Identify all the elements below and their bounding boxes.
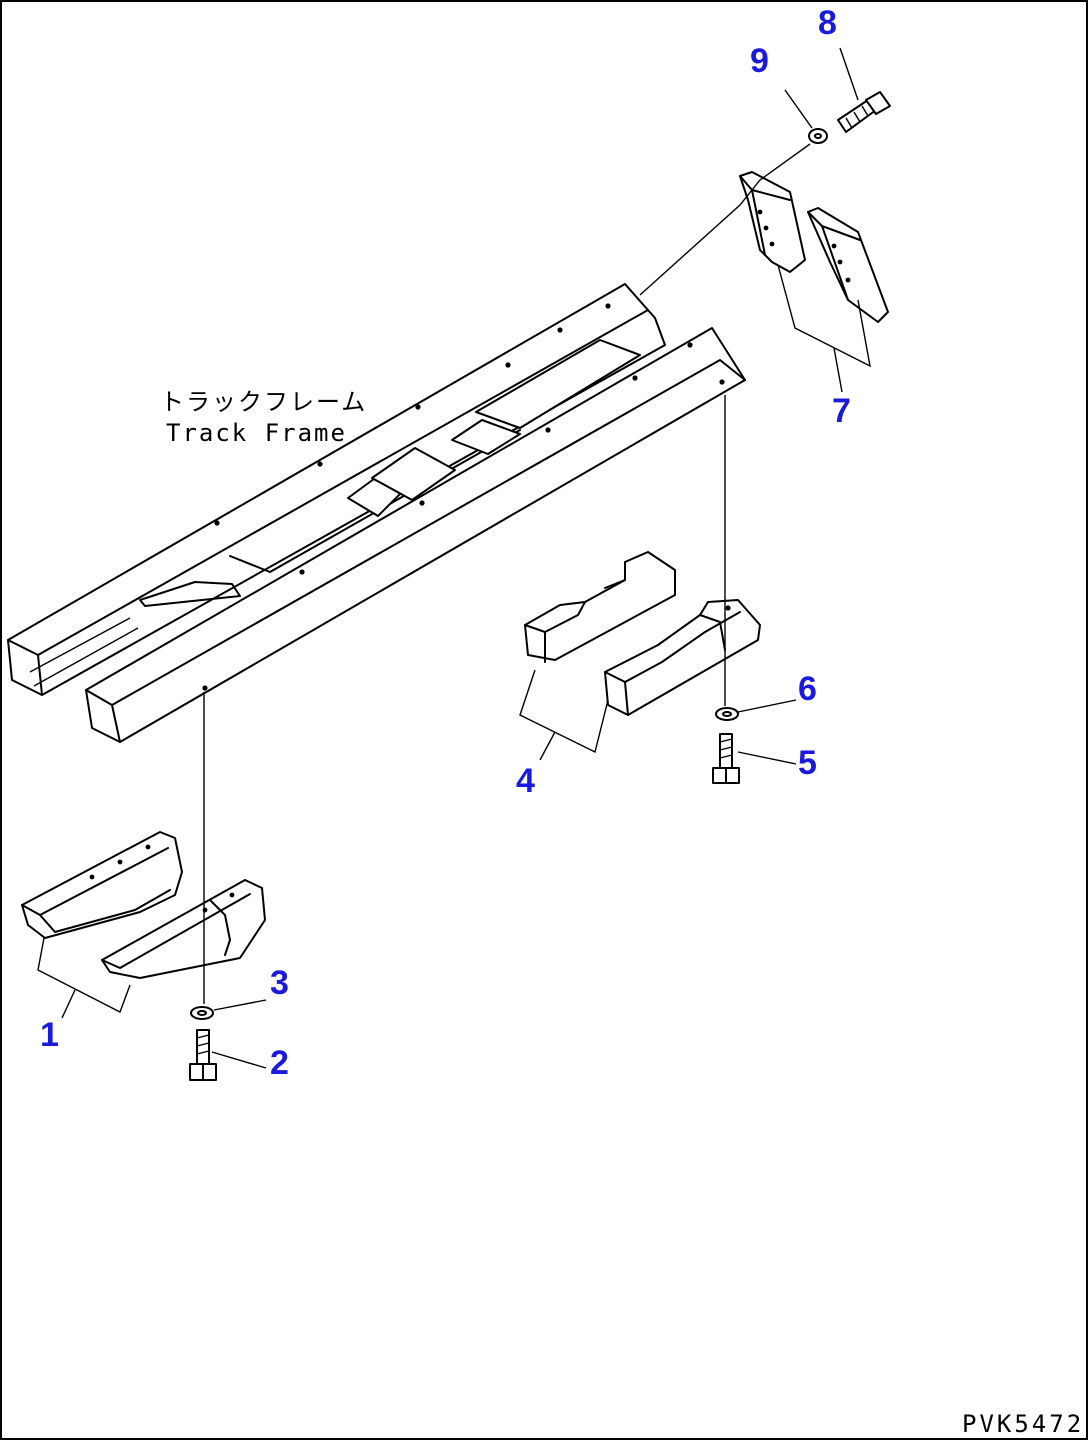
part-number-1: 1: [40, 1016, 59, 1054]
frame-label-english: Track Frame: [166, 419, 347, 447]
part-8-bolt: [837, 47, 891, 133]
part-number-6: 6: [798, 670, 817, 708]
track-frame: [7, 283, 746, 743]
part-6-washer: [715, 395, 797, 721]
frame-label-japanese: トラックフレーム: [160, 388, 367, 416]
part-number-2: 2: [270, 1044, 289, 1082]
part-number-4: 4: [516, 762, 535, 800]
part-number-7: 7: [832, 392, 851, 430]
part-5-bolt: [712, 733, 797, 784]
part-9-washer: [639, 89, 828, 296]
part-2-bolt: [189, 1029, 267, 1081]
part-4-guards: [519, 551, 761, 761]
part-number-3: 3: [270, 964, 289, 1002]
part-number-5: 5: [798, 744, 817, 782]
part-7-plates: [739, 171, 889, 393]
part-1-guards: [21, 831, 266, 1019]
part-number-8: 8: [818, 4, 837, 42]
drawing-id: PVK5472: [962, 1410, 1084, 1438]
part-number-9: 9: [750, 42, 769, 80]
part-3-washer: [190, 692, 267, 1020]
